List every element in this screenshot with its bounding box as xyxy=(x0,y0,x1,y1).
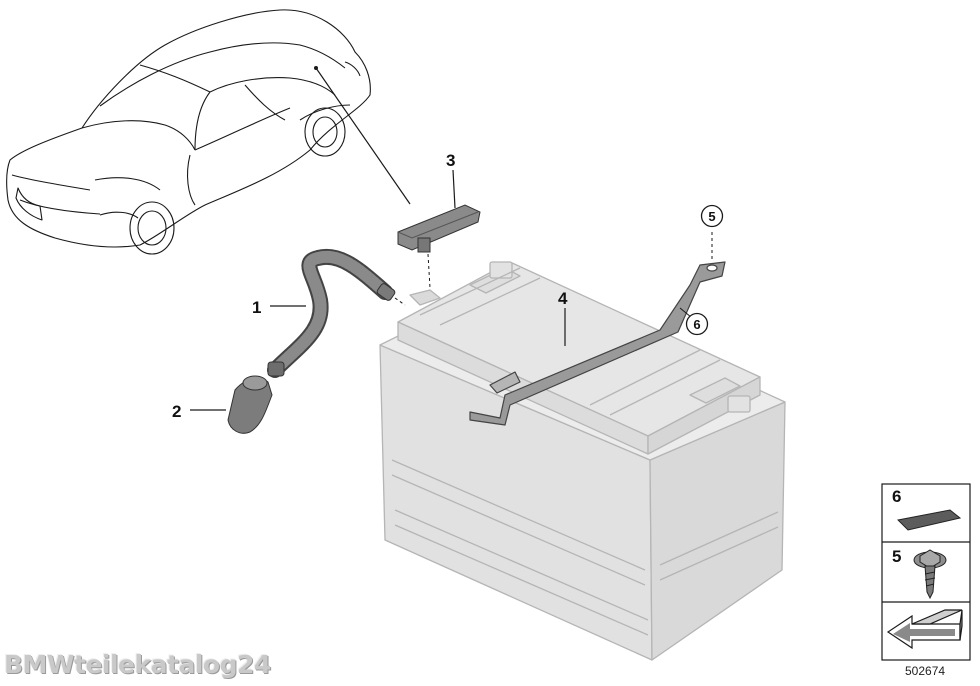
legend-item-5[interactable]: 5 xyxy=(892,547,947,600)
elbow-fitting xyxy=(227,375,273,434)
arrow-direction-icon xyxy=(886,609,963,650)
callout-5[interactable]: 5 xyxy=(700,204,724,228)
legend-item-arrow[interactable] xyxy=(886,609,963,650)
car-outline-icon xyxy=(6,9,371,255)
battery-bracket xyxy=(469,261,726,426)
legend-6-number: 6 xyxy=(892,487,901,506)
legend-item-6[interactable]: 6 xyxy=(892,487,962,531)
battery xyxy=(379,261,786,661)
callout-5-label: 5 xyxy=(708,209,715,224)
callout-6-label: 6 xyxy=(693,317,700,332)
diagram-id: 502674 xyxy=(905,664,946,678)
callout-1[interactable]: 1 xyxy=(252,298,261,317)
vent-hose xyxy=(267,248,396,378)
callout-4[interactable]: 4 xyxy=(558,289,568,308)
legend-5-number: 5 xyxy=(892,547,901,566)
adhesive-pad-icon xyxy=(896,509,962,531)
vent-connector xyxy=(397,204,481,253)
screw-icon xyxy=(913,549,947,600)
callout-6[interactable]: 6 xyxy=(685,312,709,336)
watermark-text: BMWteilekatalog24 xyxy=(4,650,271,679)
callout-2[interactable]: 2 xyxy=(172,402,181,421)
callout-3[interactable]: 3 xyxy=(446,151,455,170)
